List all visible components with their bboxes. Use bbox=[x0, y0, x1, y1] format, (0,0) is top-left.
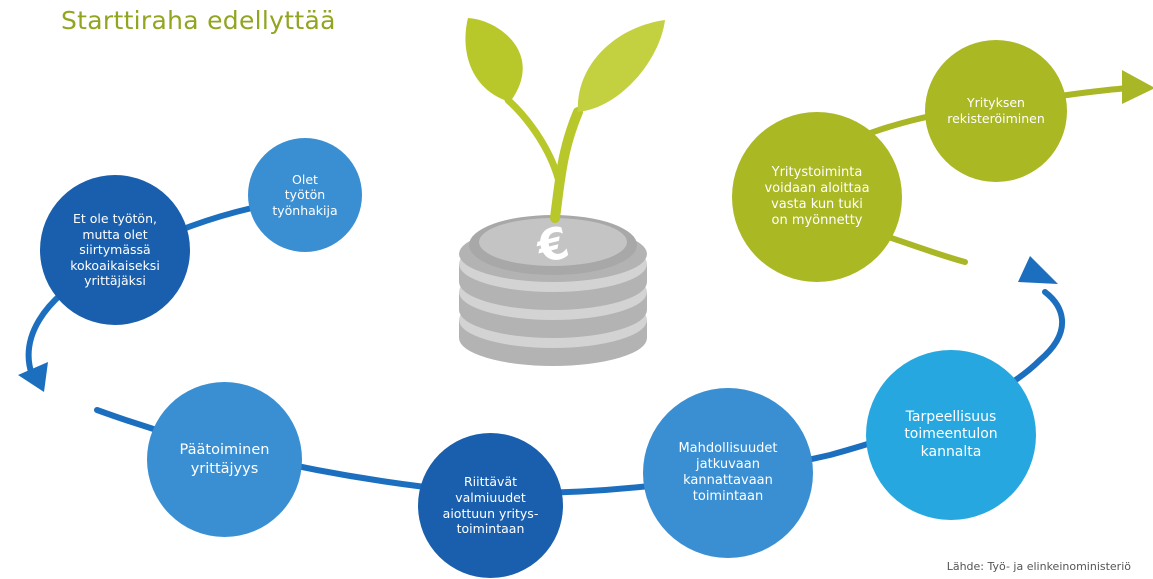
step-label: Olet työtön työnhakija bbox=[272, 171, 338, 218]
source-note: Lähde: Työ- ja elinkeinoministeriö bbox=[946, 560, 1131, 573]
arrow-head-right bbox=[1018, 256, 1058, 284]
step-valmiudet: Riittävät valmiuudet aiottuun yritys- to… bbox=[418, 433, 563, 578]
step-et-ole-tyoton: Et ole työtön, mutta olet siirtymässä ko… bbox=[40, 175, 190, 325]
step-label: Tarpeellisuus toimeentulon kannalta bbox=[904, 408, 998, 460]
step-label: Riittävät valmiuudet aiottuun yritys- to… bbox=[442, 474, 539, 537]
arrow-head-left bbox=[18, 362, 48, 392]
step-olet-tyoton: Olet työtön työnhakija bbox=[248, 138, 362, 252]
step-paatoiminen: Päätoiminen yrittäjyys bbox=[147, 382, 302, 537]
step-label: Et ole työtön, mutta olet siirtymässä ko… bbox=[70, 210, 160, 289]
step-label: Päätoiminen yrittäjyys bbox=[179, 442, 270, 477]
step-tarpeellisuus: Tarpeellisuus toimeentulon kannalta bbox=[866, 350, 1036, 520]
euro-coin-stack-icon: € bbox=[459, 215, 647, 366]
page-title: Starttiraha edellyttää bbox=[61, 6, 336, 35]
step-label: Mahdollisuudet jatkuvaan kannattavaan to… bbox=[678, 440, 778, 505]
step-label: Yritystoiminta voidaan aloittaa vasta ku… bbox=[764, 164, 870, 229]
sprout-icon bbox=[465, 18, 665, 223]
step-yritystoiminta: Yritystoiminta voidaan aloittaa vasta ku… bbox=[732, 112, 902, 282]
step-mahdollisuudet: Mahdollisuudet jatkuvaan kannattavaan to… bbox=[643, 388, 813, 558]
step-rekisterointi: Yrityksen rekisteröiminen bbox=[925, 40, 1067, 182]
arrow-head-olive bbox=[1122, 70, 1153, 104]
step-label: Yrityksen rekisteröiminen bbox=[947, 95, 1045, 126]
